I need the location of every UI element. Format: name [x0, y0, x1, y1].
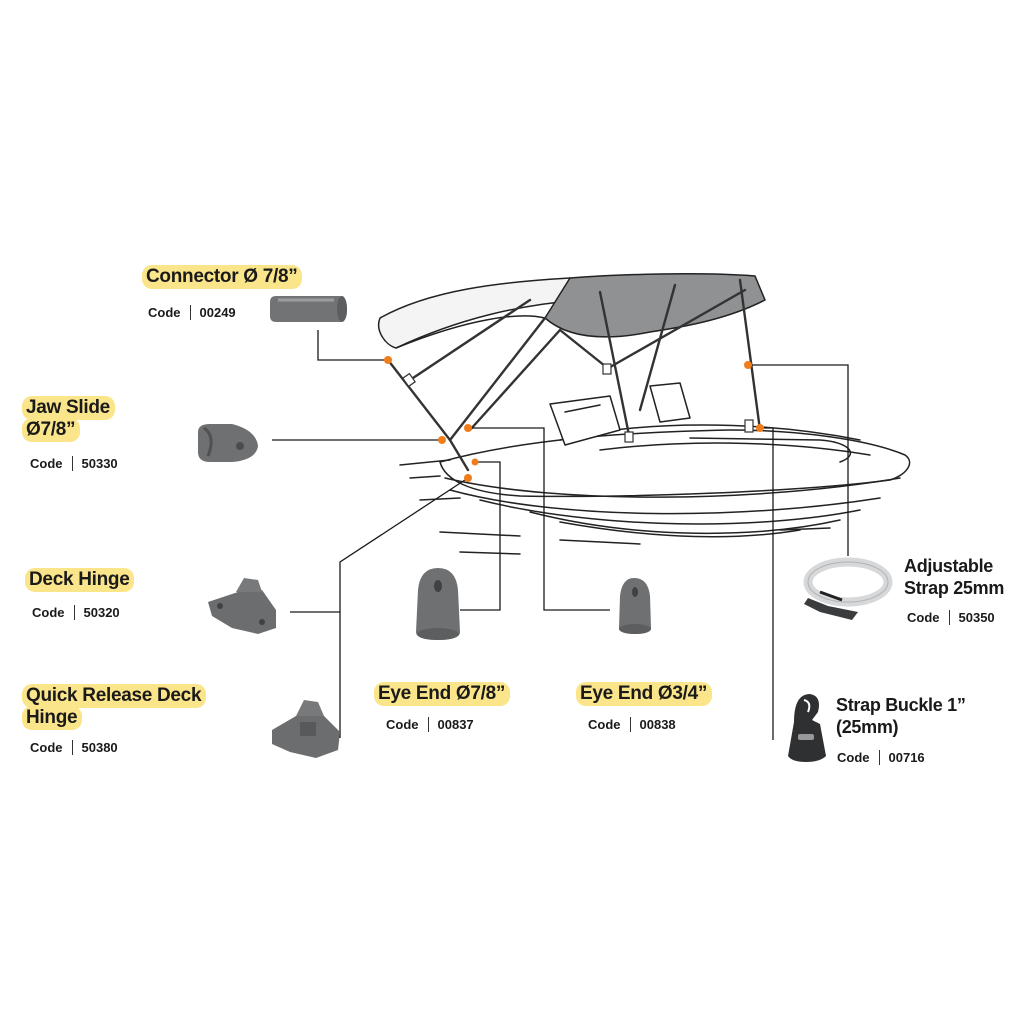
strap-icon — [803, 557, 893, 620]
leader-strap — [748, 364, 849, 556]
jaw-slide-icon — [198, 424, 258, 462]
marker-connector — [384, 356, 392, 364]
marker-eye-end-34 — [464, 424, 472, 432]
part-title-deck-hinge: Deck Hinge — [25, 568, 135, 592]
deck-hinge-icon — [208, 578, 276, 634]
buckle-hook-icon — [788, 694, 826, 762]
marker-strap — [744, 361, 752, 369]
eye-end-icon — [416, 568, 460, 640]
bimini-canopy-fabric — [544, 273, 766, 338]
leader-connector — [317, 330, 388, 361]
part-title-connector: Connector Ø 7/8” — [142, 265, 303, 289]
part-title-jaw-slide: Jaw Slide Ø7/8” — [22, 396, 132, 442]
leader-buckle — [760, 427, 774, 740]
leader-eye-end-78 — [460, 461, 501, 611]
tube-connector-icon — [270, 296, 347, 322]
marker-jaw-slide — [438, 436, 446, 444]
part-title-eye-end-3-4: Eye End Ø3/4” — [576, 682, 713, 706]
bimini-canopy-front — [378, 277, 581, 349]
part-title-adjustable-strap: Adjustable Strap 25mm — [904, 556, 1005, 598]
quick-release-hinge-icon — [272, 700, 340, 758]
part-title-strap-buckle: Strap Buckle 1” (25mm) — [836, 695, 966, 737]
leader-deck-hinge — [290, 477, 469, 613]
marker-hinge — [464, 474, 472, 482]
marker-eye-end-78 — [471, 458, 479, 466]
eye-end-icon — [619, 578, 651, 634]
part-title-eye-end-7-8: Eye End Ø7/8” — [374, 682, 511, 706]
part-title-quick-release-deck-hinge: Quick Release Deck Hinge — [22, 684, 212, 730]
boat-windshield — [549, 395, 621, 446]
leader-eye-end-34 — [468, 427, 610, 611]
marker-buckle — [756, 424, 764, 432]
